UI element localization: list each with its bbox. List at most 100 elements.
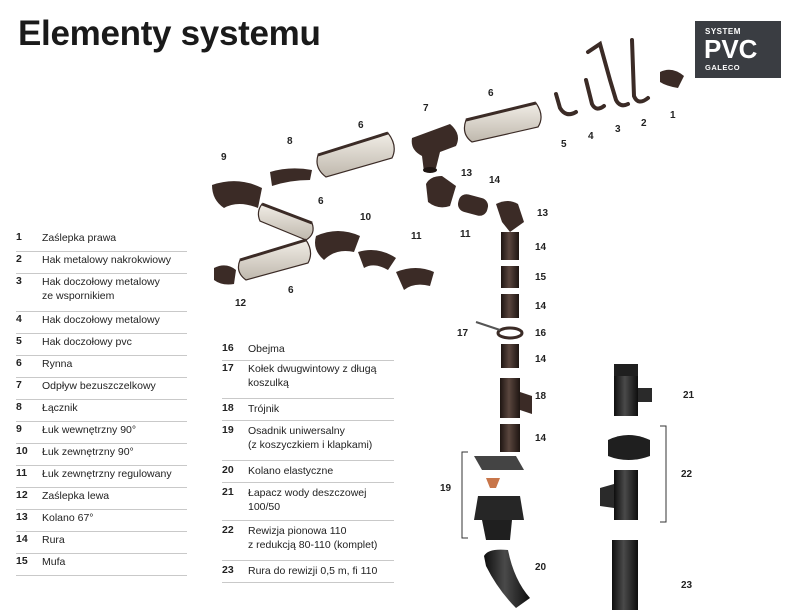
callout-number: 20 bbox=[535, 562, 547, 573]
callout-number: 3 bbox=[615, 124, 621, 135]
callout-number: 2 bbox=[641, 118, 647, 129]
legend-label: Rura bbox=[42, 534, 65, 546]
callout-number: 15 bbox=[535, 272, 547, 283]
legend-number: 13 bbox=[16, 511, 28, 523]
legend-number: 12 bbox=[16, 489, 28, 501]
legend-item-19: 19 Osadnik uniwersalny (z koszyczkiem i k… bbox=[222, 424, 394, 461]
legend-label: Rewizja pionowa 110 z redukcją 80-110 (k… bbox=[248, 525, 378, 551]
legend-number: 22 bbox=[222, 524, 234, 536]
legend-number: 14 bbox=[16, 533, 28, 545]
legend-number: 18 bbox=[222, 402, 234, 414]
legend-label: Kolano 67° bbox=[42, 512, 94, 524]
legend-label: Osadnik uniwersalny (z koszyczkiem i kla… bbox=[248, 425, 373, 451]
callout-number: 14 bbox=[535, 242, 547, 253]
gutter-part bbox=[463, 101, 542, 143]
callout-number: 11 bbox=[460, 229, 471, 240]
downpipe-assembly bbox=[426, 176, 532, 452]
rainwater-catcher-part bbox=[614, 364, 652, 416]
legend-item-21: 21 Łapacz wody deszczowej 100/50 bbox=[222, 486, 394, 521]
callout-number: 7 bbox=[423, 103, 429, 114]
callout-number: 1 bbox=[670, 110, 676, 121]
gutter-part bbox=[316, 131, 395, 178]
logo-system-text: SYSTEM bbox=[705, 27, 741, 36]
callout-number: 13 bbox=[461, 168, 473, 179]
legend-item-14: 14 Rura bbox=[16, 533, 187, 554]
legend-label: Zaślepka lewa bbox=[42, 490, 110, 502]
legend-number: 15 bbox=[16, 555, 28, 567]
legend-number: 2 bbox=[16, 253, 22, 265]
legend-label: Łuk zewnętrzny 90° bbox=[42, 446, 134, 458]
legend-label: Rynna bbox=[42, 358, 73, 370]
legend-label: Łuk zewnętrzny regulowany bbox=[42, 468, 172, 480]
gutter-part bbox=[257, 202, 314, 241]
legend-item-22: 22 Rewizja pionowa 110 z redukcją 80-110 … bbox=[222, 524, 394, 561]
system-pvc-logo: SYSTEM PVC GALECO bbox=[695, 21, 781, 78]
legend-item-12: 12 Zaślepka lewa bbox=[16, 489, 187, 510]
adjustable-corner-part bbox=[396, 268, 434, 290]
legend-label: Hak doczołowy metalowy bbox=[42, 314, 160, 326]
legend-label: Kołek dwugwintowy z długą koszulką bbox=[248, 363, 377, 389]
legend-label: Obejma bbox=[248, 343, 285, 355]
callout-number: 14 bbox=[535, 301, 547, 312]
legend-number: 4 bbox=[16, 313, 22, 325]
legend-number: 21 bbox=[222, 486, 234, 498]
legend-number: 10 bbox=[16, 445, 28, 457]
legend-item-3: 3 Hak doczołowy metalowy ze wspornikiem bbox=[16, 275, 187, 312]
legend-number: 20 bbox=[222, 464, 234, 476]
bracket-19 bbox=[461, 451, 468, 539]
legend-number: 3 bbox=[16, 275, 22, 287]
gutter-part bbox=[237, 238, 312, 281]
callout-number: 9 bbox=[221, 152, 227, 163]
legend-label: Zaślepka prawa bbox=[42, 232, 117, 244]
left-end-cap-part bbox=[214, 265, 236, 285]
callout-number: 23 bbox=[681, 580, 693, 591]
logo-pvc-text: PVC bbox=[704, 34, 758, 64]
legend-label: Łapacz wody deszczowej 100/50 bbox=[248, 487, 367, 513]
legend-number: 7 bbox=[16, 379, 22, 391]
callout-number: 18 bbox=[535, 391, 547, 402]
callout-number: 14 bbox=[535, 433, 547, 444]
legend-label: Odpływ bezuszczelkowy bbox=[42, 380, 156, 392]
legend-item-7: 7 Odpływ bezuszczelkowy bbox=[16, 379, 187, 400]
legend-number: 16 bbox=[222, 342, 234, 354]
callout-number: 12 bbox=[235, 298, 247, 309]
connector-part bbox=[270, 168, 312, 186]
callout-number: 6 bbox=[288, 285, 294, 296]
bracket-22 bbox=[660, 425, 667, 523]
callout-number: 21 bbox=[683, 390, 695, 401]
legend-number: 23 bbox=[222, 564, 234, 576]
outer-corner-part bbox=[315, 231, 360, 260]
legend-item-6: 6 Rynna bbox=[16, 357, 187, 378]
callout-number: 13 bbox=[537, 208, 549, 219]
page-title: Elementy systemu bbox=[18, 14, 321, 53]
callout-number: 11 bbox=[411, 231, 422, 242]
universal-settler-part bbox=[474, 456, 524, 540]
legend-label: Hak doczołowy pvc bbox=[42, 336, 132, 348]
logo-galeco-text: GALECO bbox=[705, 63, 741, 72]
legend-number: 19 bbox=[222, 424, 234, 436]
adjustable-corner-part bbox=[358, 250, 396, 270]
legend-item-2: 2 Hak metalowy nakrokwiowy bbox=[16, 253, 187, 274]
legend-label: Mufa bbox=[42, 556, 66, 568]
right-end-cap-part bbox=[660, 69, 684, 88]
legend-label: Hak doczołowy metalowy ze wspornikiem bbox=[42, 276, 160, 302]
callout-number: 14 bbox=[489, 175, 501, 186]
legend-label: Hak metalowy nakrokwiowy bbox=[42, 254, 171, 266]
callout-number: 19 bbox=[440, 483, 452, 494]
legend-number: 6 bbox=[16, 357, 22, 369]
callout-number: 8 bbox=[287, 136, 293, 147]
gutter-outlet-part bbox=[411, 124, 458, 173]
legend-number: 11 bbox=[16, 467, 28, 479]
legend-label: Kolano elastyczne bbox=[248, 465, 334, 477]
callout-number: 22 bbox=[681, 469, 693, 480]
elastic-elbow-part bbox=[484, 549, 530, 608]
callout-number: 6 bbox=[488, 88, 494, 99]
